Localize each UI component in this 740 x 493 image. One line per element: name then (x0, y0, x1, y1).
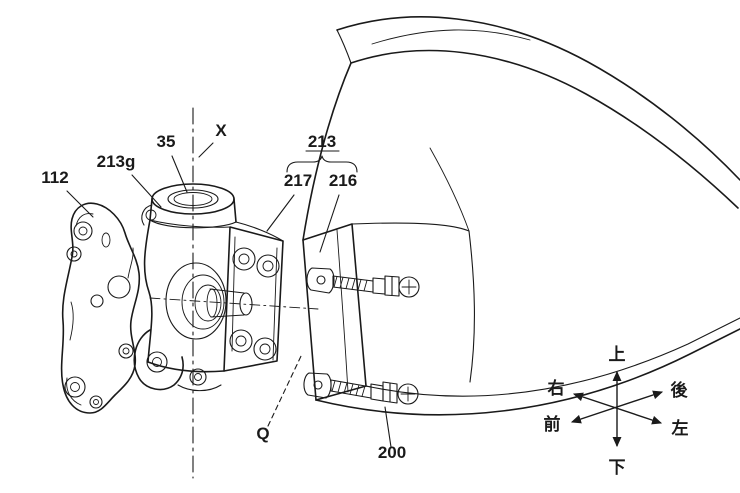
label-35: 35 (157, 132, 176, 151)
leader-112 (66, 190, 94, 218)
upper-mount-bolt (332, 275, 420, 298)
center-bracket-block (133, 183, 284, 392)
label-q: Q (256, 424, 269, 443)
label-x: X (215, 121, 227, 140)
leader-200 (384, 406, 392, 448)
label-112: 112 (41, 168, 68, 187)
leader-x (198, 142, 214, 158)
leader-216 (319, 194, 340, 253)
reference-labels: 112 213g 35 X 213 217 216 Q 200 (41, 121, 406, 462)
bolt-axis-centerline (149, 297, 319, 310)
compass-label-right: 右 (548, 378, 565, 398)
leader-213g (131, 174, 162, 208)
lower-mount-bolt (330, 379, 419, 405)
label-213: 213 (308, 132, 336, 151)
label-216: 216 (329, 171, 357, 190)
label-213-brace (286, 150, 358, 173)
direction-compass: 上 下 右 前 後 左 (544, 345, 689, 477)
label-200: 200 (378, 443, 406, 462)
compass-label-back: 後 (671, 380, 689, 400)
label-213g: 213g (97, 152, 136, 171)
label-217: 217 (284, 171, 312, 190)
leader-217 (266, 194, 295, 232)
leader-q (267, 353, 303, 427)
compass-label-front: 前 (544, 414, 561, 434)
leader-35 (171, 155, 188, 193)
left-bracket-plate (60, 202, 141, 414)
compass-label-left: 左 (672, 418, 689, 438)
centerlines (149, 107, 319, 479)
frame-structure (302, 16, 740, 416)
compass-label-down: 下 (609, 458, 626, 477)
leader-lines (66, 142, 392, 448)
compass-label-up: 上 (609, 345, 626, 364)
compass-arrow-right-left (572, 392, 663, 425)
